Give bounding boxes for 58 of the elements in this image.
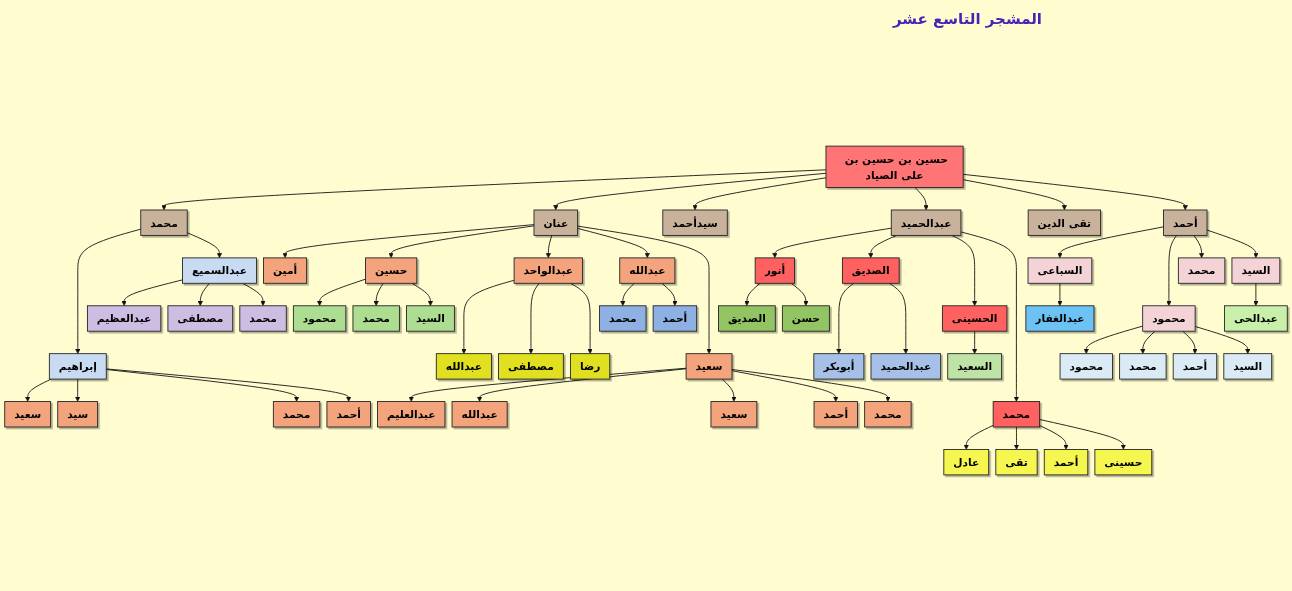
- node-box: عبدالله: [435, 353, 492, 380]
- node-box: السيد: [1223, 353, 1273, 380]
- node-box: محمد: [1119, 353, 1167, 380]
- node-box: مصطفى: [498, 353, 564, 380]
- node-box: عبدالعليم: [377, 401, 446, 428]
- node-box: سعيد: [4, 401, 52, 428]
- node-box: عبدالسميع: [182, 257, 257, 284]
- node-box: عبدالغفار: [1025, 305, 1095, 332]
- node-box: عادل: [943, 449, 990, 476]
- node-box: السباعى: [1027, 257, 1093, 284]
- node-box: عبدالعظيم: [86, 305, 162, 332]
- node-box: أبوبكر: [813, 353, 865, 380]
- node-box: أحمد: [652, 305, 698, 332]
- node-box: إبراهيم: [48, 353, 107, 380]
- node-box: السعيد: [947, 353, 1003, 380]
- node-box: أنور: [754, 257, 795, 284]
- node-box: محمد: [140, 209, 188, 236]
- node-box: السيد: [1231, 257, 1281, 284]
- node-box: سعيد: [710, 401, 758, 428]
- node-box: عبدالله: [619, 257, 676, 284]
- node-box: محمد: [352, 305, 400, 332]
- node-box: محمود: [1142, 305, 1196, 332]
- node-box: الحسينى: [941, 305, 1008, 332]
- node-box: الصديق: [718, 305, 776, 332]
- node-box: عبدالحميد: [890, 209, 962, 236]
- node-box: أحمد: [326, 401, 371, 428]
- node-box: عبدالحى: [1224, 305, 1288, 332]
- node-box: حسين: [365, 257, 418, 284]
- node-box: عبدالواحد: [513, 257, 583, 284]
- node-box: أحمد: [1163, 209, 1208, 236]
- diagram-title: المشجر التاسع عشر: [892, 10, 1042, 28]
- node-box: محمد: [239, 305, 287, 332]
- node-box: عبدالله: [451, 401, 508, 428]
- node-box: السيد: [406, 305, 455, 332]
- node-box: محمد: [599, 305, 647, 332]
- node-box: حسينى: [1094, 449, 1153, 476]
- node-box: حسين بن حسين بن على الصياد: [825, 145, 964, 188]
- node-box: تقى: [995, 449, 1038, 476]
- node-box: أحمد: [1172, 353, 1218, 380]
- node-box: محمد: [272, 401, 321, 428]
- node-box: أحمد: [813, 401, 858, 428]
- node-box: رضا: [570, 353, 611, 380]
- node-box: محمد: [864, 401, 912, 428]
- node-box: أحمد: [1043, 449, 1089, 476]
- node-box: عبدالحميد: [870, 353, 942, 380]
- node-box: عنان: [533, 209, 579, 236]
- node-box: تقى الدين: [1027, 209, 1102, 236]
- node-box: سعيد: [685, 353, 733, 380]
- node-box: الصديق: [841, 257, 900, 284]
- node-box: مصطفى: [167, 305, 234, 332]
- node-box: محمود: [1059, 353, 1113, 380]
- node-box: حسن: [781, 305, 830, 332]
- node-box: سيد: [57, 401, 99, 428]
- node-box: أمين: [263, 257, 308, 284]
- node-box: محمود: [292, 305, 347, 332]
- node-box: محمد: [992, 401, 1041, 428]
- node-box: سيدأحمد: [662, 209, 728, 236]
- node-box: محمد: [1177, 257, 1226, 284]
